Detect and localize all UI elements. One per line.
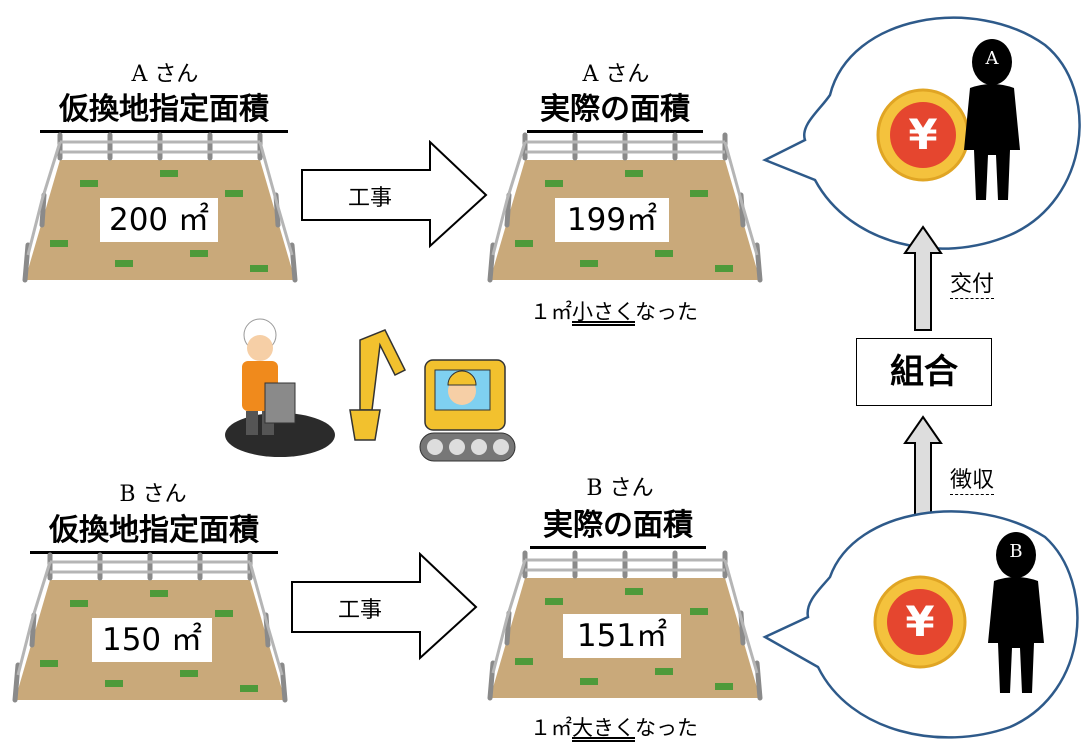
compactor-machine	[264, 382, 296, 424]
change-note-a: １㎡小さくなった	[530, 296, 698, 326]
area-value-a-before: 200 ㎡	[100, 198, 218, 242]
yen-coin-icon	[873, 575, 967, 669]
person-b-silhouette-icon	[988, 532, 1044, 693]
delivery-label: 交付	[950, 266, 995, 299]
excavator-bucket	[349, 409, 381, 441]
change-note-b: １㎡大きくなった	[530, 712, 698, 742]
person-a-silhouette-icon	[964, 39, 1020, 200]
excavator-arm	[359, 329, 407, 411]
person-letter-a: A	[985, 48, 999, 69]
area-value-b-after: 151㎡	[563, 614, 681, 658]
actual-area-heading-b: 実際の面積	[530, 500, 706, 549]
area-value-b-before: 150 ㎡	[92, 618, 212, 662]
construction-arrow-top	[301, 140, 488, 249]
speech-bubble-a	[761, 16, 1081, 250]
yen-symbol-a: ¥	[908, 110, 938, 159]
yen-coin-icon	[876, 88, 970, 182]
land-plot-b-before: 150 ㎡	[10, 550, 290, 715]
person-b-label-right: B さん	[586, 476, 654, 501]
construction-illustration	[225, 318, 516, 462]
actual-area-heading-a: 実際の面積	[527, 84, 703, 133]
change-note-suffix: なった	[635, 716, 698, 740]
land-plot-a-after: 199㎡	[485, 130, 765, 295]
change-note-emphasis: 小さく	[572, 300, 635, 324]
person-b-label-left: B さん	[119, 482, 187, 507]
designated-area-heading-a: 仮換地指定面積	[40, 84, 288, 133]
area-value-a-after: 199㎡	[555, 198, 669, 242]
excavator-tracks	[419, 432, 516, 462]
change-note-suffix: なった	[635, 300, 698, 324]
construction-label-top: 工事	[348, 186, 393, 211]
change-note-amount: １㎡	[530, 300, 572, 324]
change-note-emphasis: 大きく	[572, 716, 635, 740]
construction-label-bottom: 工事	[338, 598, 383, 623]
person-a-label-right: A さん	[582, 62, 650, 87]
land-plot-b-after: 151㎡	[485, 548, 765, 713]
person-a-label-left: A さん	[131, 62, 199, 87]
up-arrow-top	[903, 225, 943, 331]
speech-bubble-b	[762, 510, 1079, 739]
yen-symbol-b: ¥	[905, 597, 935, 646]
worker-face	[247, 335, 273, 361]
designated-area-heading-b: 仮換地指定面積	[30, 505, 278, 554]
person-letter-b: B	[1009, 541, 1023, 562]
change-note-amount: １㎡	[530, 716, 572, 740]
collection-label: 徴収	[950, 462, 995, 495]
union-box: 組合	[856, 338, 992, 406]
construction-arrow-bottom	[291, 552, 478, 661]
land-plot-a-before: 200 ㎡	[20, 130, 300, 295]
